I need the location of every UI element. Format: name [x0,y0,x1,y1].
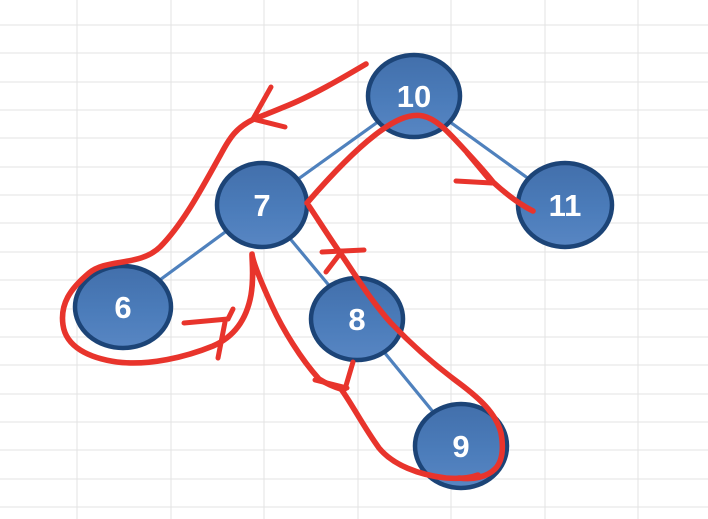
arrow-barb [250,84,274,122]
arrow-barb [215,319,228,361]
ink-path-root-to-6-loop-then-down-to-9 [59,61,481,482]
arrow-barb [181,316,231,326]
tree-nodes: 10 7 11 6 8 9 [72,52,615,491]
tree-node-6[interactable]: 6 [72,263,174,351]
arrowhead-toward-6 [250,84,288,130]
red-ink-annotation [59,61,536,482]
tree-node-10[interactable]: 10 [365,52,463,140]
tree-node-11[interactable]: 11 [515,160,615,250]
arrow-barb [250,116,288,130]
arrow-barb [453,178,495,186]
node-circle[interactable] [365,52,463,140]
arrow-barb [225,306,236,322]
arrow-barb [312,377,350,391]
node-value-label: 7 [253,188,270,223]
arrow-barb [342,359,356,392]
tree-node-9[interactable]: 9 [412,401,510,491]
arrowhead-toward-11 [453,150,495,186]
node-value-label: 6 [114,290,131,325]
ink-path-7-through-8-around-9 [306,203,506,482]
node-circle[interactable] [72,263,174,351]
node-value-label: 8 [348,302,365,337]
arrowhead-right-below-7 [181,306,236,361]
node-value-label: 9 [452,429,469,464]
node-value-label: 10 [397,79,431,114]
arrow-barb [323,248,345,275]
arrowhead-toward-8 [319,247,367,275]
arrowhead-toward-9 [312,359,356,392]
node-value-label: 11 [549,188,582,223]
node-circle[interactable] [412,401,510,491]
arrow-barb [464,150,495,186]
ink-path-7-over-10-to-11 [304,112,536,214]
tree-node-7[interactable]: 7 [214,160,310,250]
